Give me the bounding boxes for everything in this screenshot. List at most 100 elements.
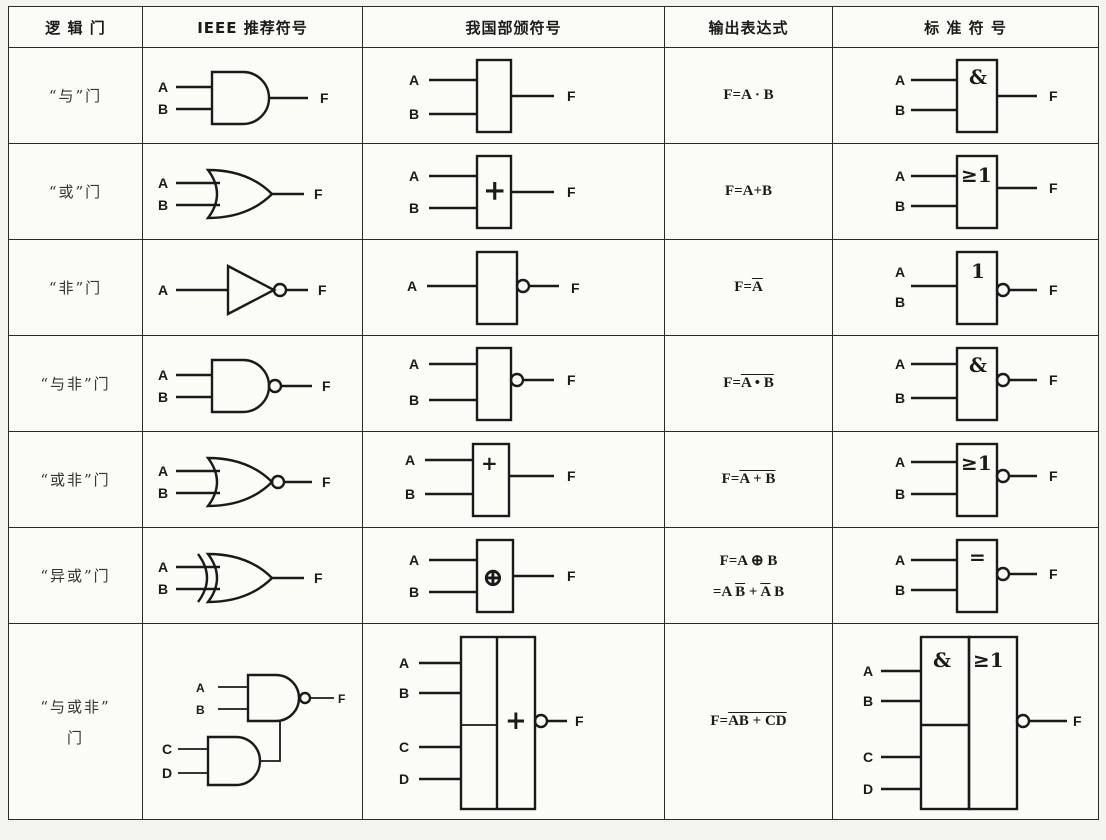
expression-nor: F=A + B: [664, 431, 833, 528]
expr-line1: F=A ⊕ B: [719, 552, 778, 569]
expr-prefix: F=: [723, 375, 741, 391]
national-or-symbol: + A B F: [362, 143, 665, 240]
label-b: B: [895, 390, 905, 406]
gate-name-aoi: “与或非” 门: [8, 623, 143, 820]
ieee-not-symbol: A F: [142, 239, 363, 336]
row-or-gate: “或”门 A B F + A B F F=A+B: [8, 143, 1099, 240]
or-ge1-symbol: ≥1: [961, 163, 992, 187]
expr-negated: A • B: [740, 375, 774, 391]
ieee-nor-symbol: A B F: [142, 431, 363, 528]
label-a: A: [895, 356, 905, 372]
label-b: B: [863, 693, 873, 709]
label-d: D: [399, 771, 409, 787]
label-f: F: [567, 372, 576, 388]
header-standard: 标 准 符 号: [832, 6, 1099, 48]
expr-line2: =A B + A B: [666, 583, 832, 601]
expr-prefix: F=: [734, 279, 752, 295]
row-and-gate: “与”门 A B F A B F F=A · B: [8, 47, 1099, 144]
expr-a-bar: A: [760, 583, 771, 600]
label-f: F: [320, 90, 329, 106]
national-xor-symbol: ⊕ A B F: [362, 527, 665, 624]
label-f: F: [571, 280, 580, 296]
or-plus-symbol: +: [505, 706, 527, 736]
xor-circle-symbol: ⊕: [482, 563, 504, 593]
national-nor-symbol: + A B F: [362, 431, 665, 528]
label-b: B: [409, 200, 419, 216]
gate-name-and: “与”门: [8, 47, 143, 144]
standard-xor-symbol: = A B F: [832, 527, 1099, 624]
label-a: A: [895, 168, 905, 184]
national-and-symbol: A B F: [362, 47, 665, 144]
label-c: C: [863, 749, 873, 765]
national-aoi-symbol: + A B C D F: [362, 623, 665, 820]
national-nand-symbol: A B F: [362, 335, 665, 432]
label-f: F: [338, 692, 345, 706]
expr-b: B: [774, 583, 785, 600]
standard-aoi-symbol: & ≥1 A B C D F: [832, 623, 1099, 820]
expr-negated: AB + CD: [728, 713, 787, 729]
or-ge1-symbol: ≥1: [973, 648, 1004, 672]
label-f: F: [1049, 468, 1058, 484]
label-a: A: [409, 72, 419, 88]
label-a: A: [895, 552, 905, 568]
label-a: A: [895, 264, 905, 280]
label-c: C: [162, 741, 172, 757]
label-a: A: [399, 655, 409, 671]
standard-or-symbol: ≥1 A B F: [832, 143, 1099, 240]
or-plus-symbol: +: [483, 174, 506, 207]
expression-nand: F=A • B: [664, 335, 833, 432]
header-row: 逻 辑 门 IEEE 推荐符号 我国部颁符号 输出表达式 标 准 符 号: [8, 6, 1099, 48]
label-a: A: [409, 552, 419, 568]
expression-aoi: F=AB + CD: [664, 623, 833, 820]
label-f: F: [322, 378, 331, 394]
label-b: B: [399, 685, 409, 701]
ieee-aoi-symbol: A B C D F: [142, 623, 363, 820]
label-b: B: [158, 197, 168, 213]
xor-eq-symbol: =: [969, 545, 986, 569]
gate-name-nand: “与非”门: [8, 335, 143, 432]
row-nand-gate: “与非”门 A B F A B F F= A: [8, 335, 1099, 432]
expr-prefix: F=: [710, 713, 729, 729]
gate-name-xor: “异或”门: [8, 527, 143, 624]
label-a: A: [158, 367, 168, 383]
row-nor-gate: “或非”门 A B F + A B F F=: [8, 431, 1099, 528]
gate-name-or: “或”门: [8, 143, 143, 240]
label-b: B: [895, 198, 905, 214]
label-f: F: [1049, 372, 1058, 388]
national-not-symbol: A F: [362, 239, 665, 336]
label-f: F: [567, 184, 576, 200]
expr-negated: A: [751, 279, 763, 295]
and-symbol: &: [933, 648, 951, 672]
label-f: F: [314, 186, 323, 202]
label-b: B: [409, 392, 419, 408]
label-a: A: [409, 356, 419, 372]
label-a: A: [405, 452, 415, 468]
label-a: A: [158, 282, 168, 298]
label-f: F: [1049, 282, 1058, 298]
not-symbol: 1: [971, 259, 985, 283]
expr-plus: +: [748, 583, 758, 600]
label-f: F: [322, 474, 331, 490]
expr-negated: A + B: [739, 471, 776, 487]
label-c: C: [399, 739, 409, 755]
standard-nand-symbol: & A B F: [832, 335, 1099, 432]
label-d: D: [863, 781, 873, 797]
and-symbol: &: [969, 65, 987, 89]
label-f: F: [1049, 88, 1058, 104]
ieee-and-symbol: A B F: [142, 47, 363, 144]
label-b: B: [895, 582, 905, 598]
logic-gate-table: 逻 辑 门 IEEE 推荐符号 我国部颁符号 输出表达式 标 准 符 号 “与”…: [8, 6, 1099, 820]
label-f: F: [318, 282, 327, 298]
row-not-gate: “非”门 A F A F F=A: [8, 239, 1099, 336]
label-b: B: [895, 102, 905, 118]
label-a: A: [158, 463, 168, 479]
label-f: F: [567, 88, 576, 104]
label-a: A: [863, 663, 873, 679]
label-f: F: [1049, 566, 1058, 582]
expr-prefix: F=: [721, 471, 740, 487]
label-f: F: [567, 568, 576, 584]
label-f: F: [567, 468, 576, 484]
standard-not-symbol: 1 A B F: [832, 239, 1099, 336]
header-gate: 逻 辑 门: [8, 6, 143, 48]
header-ieee: IEEE 推荐符号: [142, 6, 363, 48]
